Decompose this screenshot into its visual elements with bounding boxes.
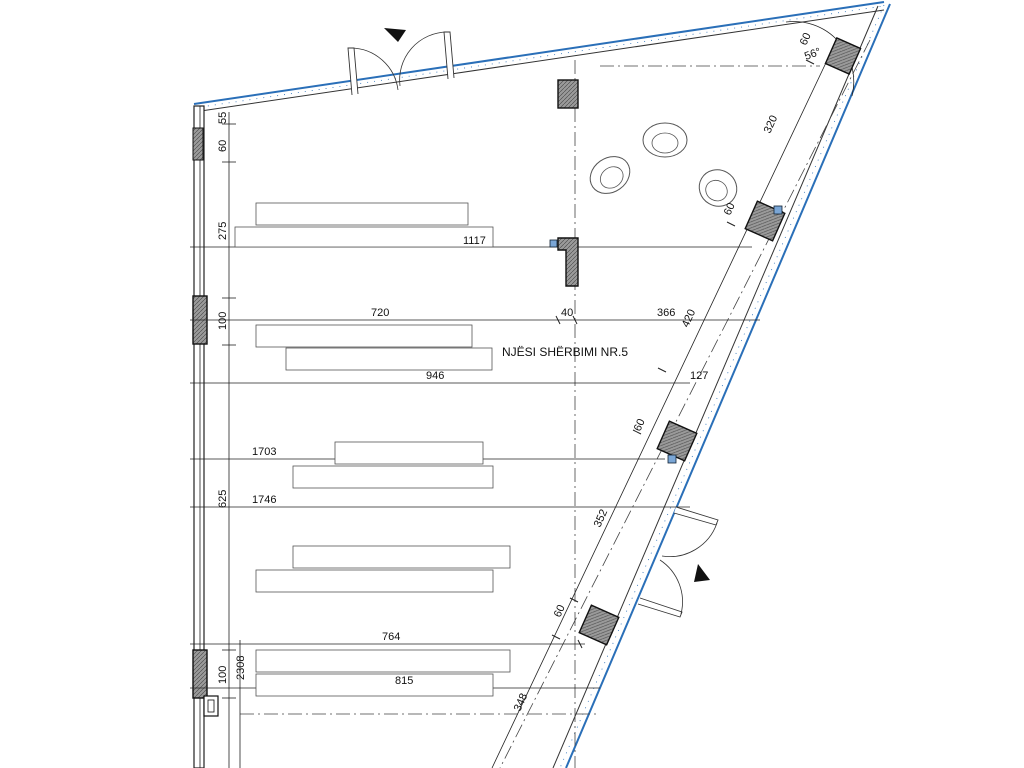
svg-text:1703: 1703 [252,446,276,458]
columns [549,36,862,646]
column-top-center [557,79,579,109]
outlet-2 [773,205,783,215]
entrance-arrow-top [384,28,406,42]
svg-text:56°: 56° [803,46,823,63]
desk-6 [292,465,494,489]
walls [192,1,891,768]
svg-text:60: 60 [798,31,814,47]
top-wall-inner [193,9,885,113]
svg-text:348: 348 [512,692,530,714]
room-label: NJËSI SHËRBIMI NR.5 [502,345,628,359]
desk-8 [255,569,494,593]
svg-text:764: 764 [382,631,400,643]
door-right-upper-swing [661,522,718,557]
svg-text:352: 352 [592,508,610,530]
doors [347,28,719,618]
entrance-arrow-right [694,564,710,582]
svg-text:815: 815 [395,675,413,687]
svg-text:1117: 1117 [463,235,486,247]
horizontal-dimensions: 1117 720 40 366 946 127 1703 1746 764 81… [252,235,708,687]
right-wall-mullion [559,4,885,768]
left-wall-column-3 [192,649,208,699]
outlet-3 [667,454,677,464]
svg-text:100: 100 [217,666,229,684]
desk-1 [255,202,469,226]
desk-10 [255,673,494,697]
door-top-right-swing [399,31,448,87]
lounge-chair-3 [698,169,738,207]
outlet-1 [549,239,558,248]
svg-text:60: 60 [722,201,738,217]
svg-text:320: 320 [762,114,780,136]
left-wall-niche-inner [207,699,215,713]
svg-text:60: 60 [217,140,229,152]
lounge-chair-1 [642,122,688,158]
desk-3 [255,324,473,348]
svg-text:55: 55 [217,112,229,124]
svg-text:60: 60 [552,603,568,619]
svg-text:1746: 1746 [252,494,276,506]
svg-text:40: 40 [561,307,573,319]
desk-7 [292,545,511,569]
top-wall-mullion [193,5,885,109]
door-right-upper [673,506,719,526]
desk-5 [334,441,484,465]
svg-text:366: 366 [657,307,675,319]
left-wall-column-1 [192,127,204,161]
door-top-left [347,47,359,96]
left-vertical-dimensions: 55 60 275 100 625 100 2308 [217,112,247,684]
svg-text:2308: 2308 [235,656,247,680]
column-right-3 [578,604,620,646]
right-wall-outer [565,3,891,768]
column-center-l [557,237,579,287]
door-right-lower-swing [659,559,683,615]
furniture [234,122,738,697]
svg-text:275: 275 [217,222,229,240]
top-wall-outer [193,1,885,105]
door-top-right [443,31,455,80]
svg-text:946: 946 [426,370,444,382]
lounge-chair-2 [589,156,631,194]
column-corner [824,36,862,76]
svg-text:127: 127 [690,370,708,382]
door-right-lower [637,597,683,618]
left-wall [193,105,205,768]
desk-4 [285,347,493,371]
svg-text:100: 100 [217,312,229,330]
column-right-2 [656,420,698,462]
desk-2 [234,226,494,248]
angle-labels: 60 56° [803,46,823,63]
grid-axes [240,39,871,768]
door-top-left-swing [350,47,399,91]
desk-9 [255,649,511,673]
svg-text:420: 420 [680,308,698,330]
svg-text:60: 60 [632,417,648,433]
svg-text:625: 625 [217,490,229,508]
svg-text:720: 720 [371,307,389,319]
